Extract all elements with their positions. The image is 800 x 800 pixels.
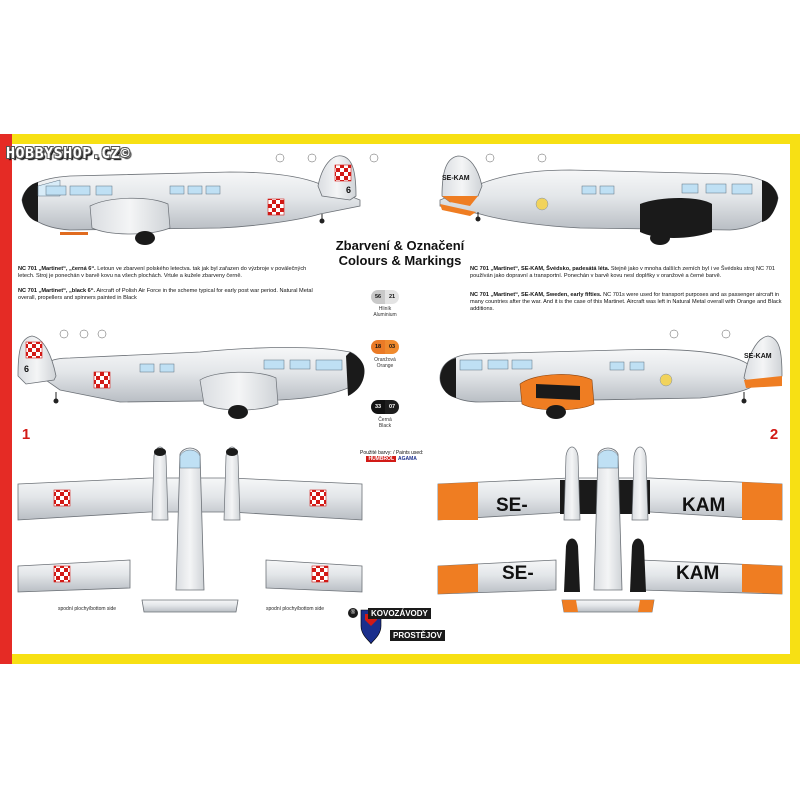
swatch-orange: 18 03 xyxy=(371,340,399,354)
title-en: Colours & Markings xyxy=(338,253,462,268)
scheme1-side-view-lower xyxy=(17,335,365,419)
scheme1-bottom-label-left: spodní plochy/bottom side xyxy=(58,606,117,612)
kovozavody-logo: ® KOVOZÁVODY PROSTĚJOV xyxy=(348,606,454,646)
scheme2-bottom-wing-views xyxy=(437,538,783,595)
scheme2-wing-reg-left-top: SE- xyxy=(496,495,528,516)
scheme1-bottom-label-right: spodní plochy/bottom side xyxy=(266,606,325,612)
page-title: Zbarvení & Označení Colours & Markings xyxy=(320,238,480,268)
swatch-black: 33 07 xyxy=(371,400,399,414)
scheme2-tail-registration-upper: SE-KAM xyxy=(442,175,470,182)
watermark: HOBBYSHOP.CZ© xyxy=(6,144,130,162)
swatch-orange-agama: 03 xyxy=(385,340,399,354)
scheme2-wing-reg-left-bottom: SE- xyxy=(502,563,534,584)
scheme1-description-cz: NC 701 „Martinet“, „černá 6“. Letoun ve … xyxy=(18,266,307,280)
scheme2-wing-reg-right-top: KAM xyxy=(682,495,726,516)
scheme1-bottom-wing-views xyxy=(17,559,363,593)
scheme2-number: 2 xyxy=(769,425,779,443)
logo-line2: PROSTĚJOV xyxy=(390,630,445,641)
scheme1-number: 1 xyxy=(21,425,31,443)
scheme2-plan-view xyxy=(437,446,783,613)
swatch-black-agama: 07 xyxy=(385,400,399,414)
title-cz: Zbarvení & Označení xyxy=(335,238,465,253)
swatch-aluminium-humbrol: 56 xyxy=(371,290,385,304)
callout-markers xyxy=(59,153,731,339)
frame-left-red xyxy=(0,134,12,664)
frame-right-yellow xyxy=(790,144,800,664)
frame-bottom-yellow xyxy=(12,654,790,664)
swatch-black-humbrol: 33 xyxy=(371,400,385,414)
scheme1-side-view-upper xyxy=(21,155,361,245)
scheme2-wing-reg-right-bottom: KAM xyxy=(676,563,720,584)
scheme2-description-en: NC 701 „Martinet“, SE-KAM, Sweden, early… xyxy=(470,292,782,313)
logo-line1: KOVOZÁVODY xyxy=(368,608,431,619)
humbrol-logo: HUMBROL xyxy=(366,456,397,462)
swatch-orange-humbrol: 18 xyxy=(371,340,385,354)
scheme1-description-en: NC 701 „Martinet“, „black 6“. Aircraft o… xyxy=(18,288,313,302)
scheme2-side-view-lower xyxy=(439,335,783,419)
scheme2-description-cz: NC 701 „Martinet“, SE-KAM, Švédsko, pade… xyxy=(470,266,775,280)
agama-logo: AGAMA xyxy=(398,456,417,462)
frame-top-yellow xyxy=(12,134,800,144)
scheme1-plan-view xyxy=(17,446,363,613)
swatch-aluminium-agama: 21 xyxy=(385,290,399,304)
scheme2-side-view-upper xyxy=(439,155,779,245)
swatch-aluminium: 56 21 xyxy=(371,290,399,304)
scheme1-tail-number-upper: 6 xyxy=(346,185,351,195)
scheme2-tail-registration-lower: SE-KAM xyxy=(744,353,772,360)
scheme1-tail-number-lower: 6 xyxy=(24,364,29,374)
